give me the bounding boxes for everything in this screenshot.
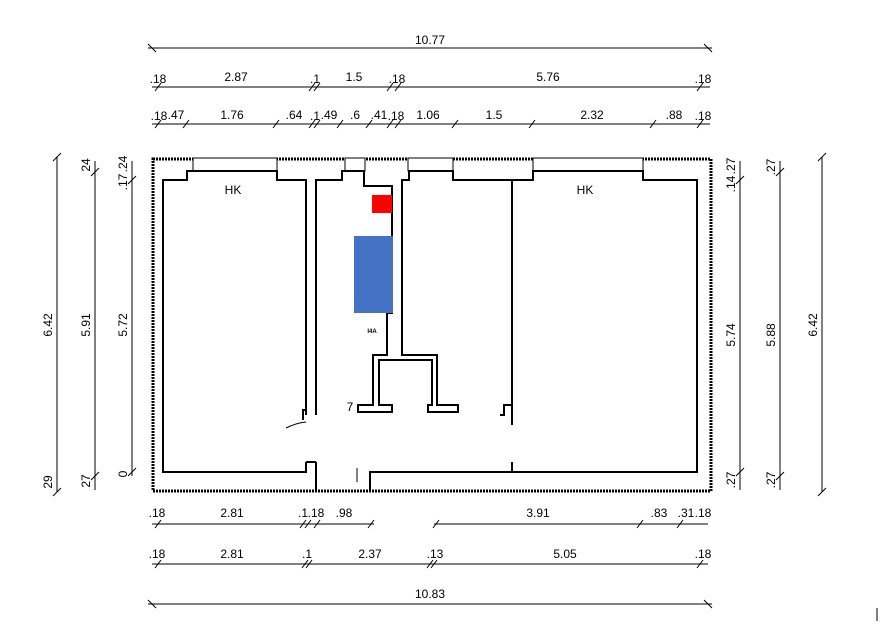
dim-label: 10.77 xyxy=(415,33,445,47)
dim-label: .1 xyxy=(298,506,308,520)
dim-label: .18 xyxy=(388,109,405,123)
dim-label: .14 xyxy=(724,175,738,192)
room-label-left: HK xyxy=(225,183,242,197)
dim-label: .27 xyxy=(764,158,778,175)
dim-label: .13 xyxy=(427,547,444,561)
mark-label: 7 xyxy=(347,400,354,414)
bottom-dimension-row-2: .18 2.81 .1 2.37 .13 5.05 .18 xyxy=(149,547,712,569)
dim-label: .18 xyxy=(389,72,406,86)
dim-label: .49 xyxy=(321,108,338,122)
dim-label: .18 xyxy=(151,109,168,123)
dim-label: 5.76 xyxy=(536,70,560,84)
top-dimension-row-2: .18 .47 1.76 .64 .1 .49 .6 .41 .18 1.06 … xyxy=(151,108,712,129)
dim-label: 2.81 xyxy=(220,547,244,561)
dim-label: .27 xyxy=(724,157,738,174)
dim-label: .24 xyxy=(116,155,130,172)
dim-label: 5.88 xyxy=(764,323,778,347)
dim-label: .27 xyxy=(764,471,778,488)
dim-label: 2.37 xyxy=(358,547,382,561)
window xyxy=(532,157,644,172)
dim-label: .98 xyxy=(336,506,353,520)
dim-label: .83 xyxy=(651,506,668,520)
dim-label: .1 xyxy=(310,72,320,86)
dim-label: 2.87 xyxy=(224,70,248,84)
door-jamb xyxy=(500,404,512,416)
window xyxy=(344,157,366,172)
corridor-label: I4A xyxy=(367,329,377,335)
bottom-dimension-row-1: .18 2.81 .1 .18 .98 3.91 .83 .31 .18 xyxy=(149,506,712,529)
door-swing xyxy=(285,421,307,429)
dim-label: .18 xyxy=(695,506,712,520)
corridor-wall xyxy=(315,170,513,425)
dim-label: 2.81 xyxy=(220,506,244,520)
door-jamb xyxy=(302,409,307,420)
dim-label: 1.5 xyxy=(346,70,363,84)
left-room-wall xyxy=(162,170,307,473)
top-dimension-row-1: .18 2.87 .1 1.5 .18 5.76 .18 xyxy=(150,70,712,92)
dim-label: 5.91 xyxy=(79,313,93,337)
dim-label: .41 xyxy=(371,108,388,122)
dim-label: .18 xyxy=(149,506,166,520)
dim-label: .1 xyxy=(310,109,320,123)
dim-label: .18 xyxy=(149,547,166,561)
dim-label: 1.5 xyxy=(486,108,503,122)
right-dimensions: 5.74 .14 .27 .27 5.88 .27 .27 6.42 xyxy=(724,152,827,497)
dim-label: .18 xyxy=(695,72,712,86)
dim-label: 5.05 xyxy=(553,547,577,561)
outer-wall xyxy=(151,157,713,493)
dim-label: 29 xyxy=(41,475,55,489)
dim-label: 27 xyxy=(79,474,93,488)
dim-label: 24 xyxy=(79,158,93,172)
dim-label: 6.42 xyxy=(806,313,820,337)
left-dimensions: 6.42 29 5.91 24 27 5.72 .17 .24 0 xyxy=(41,152,137,497)
dim-label: 0 xyxy=(116,470,130,477)
dim-label: .17 xyxy=(116,173,130,190)
right-room-wall xyxy=(369,170,698,490)
dim-label: .88 xyxy=(666,108,683,122)
dim-label: 2.32 xyxy=(580,108,604,122)
dim-label: 5.74 xyxy=(724,323,738,347)
dim-label: .27 xyxy=(724,471,738,488)
dim-label: 5.72 xyxy=(116,313,130,337)
dim-label: 3.91 xyxy=(526,506,550,520)
bottom-total-dimension: 10.83 xyxy=(147,587,713,609)
dim-label: .31 xyxy=(678,506,695,520)
dim-label: .6 xyxy=(350,108,360,122)
dim-label: 6.42 xyxy=(41,313,55,337)
dim-label: 10.83 xyxy=(415,587,445,601)
top-total-dimension: 10.77 xyxy=(147,33,713,53)
window xyxy=(407,157,454,172)
dim-label: .18 xyxy=(308,506,325,520)
blue-element xyxy=(354,236,393,313)
dim-label: .1 xyxy=(302,547,312,561)
floor-plan: HK HK I4A 7 xyxy=(151,157,713,493)
red-element xyxy=(372,195,392,213)
dim-label: 1.06 xyxy=(416,108,440,122)
window xyxy=(192,157,278,172)
dim-label: .64 xyxy=(286,108,303,122)
dim-label: .18 xyxy=(150,72,167,86)
dim-label: .18 xyxy=(695,547,712,561)
dim-label: .47 xyxy=(168,108,185,122)
room-label-right: HK xyxy=(577,183,594,197)
dim-label: .18 xyxy=(695,109,712,123)
dim-label: 1.76 xyxy=(220,108,244,122)
